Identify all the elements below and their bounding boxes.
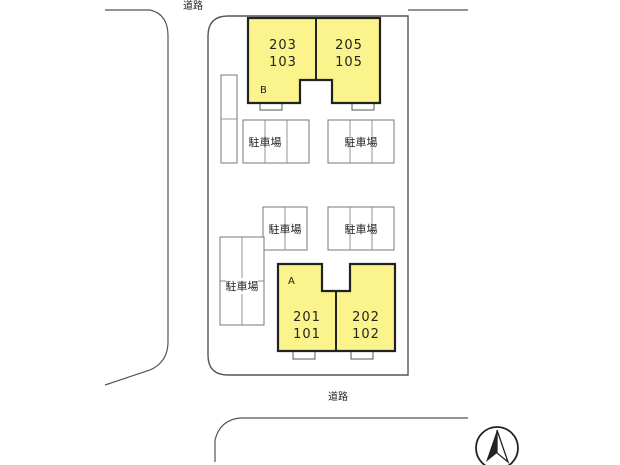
parking-area-left: 駐車場: [219, 236, 265, 326]
road-label-top: 道路: [183, 0, 203, 12]
parking-block: [242, 119, 310, 164]
parking-label: 駐車場: [345, 222, 378, 236]
entry-step: [350, 350, 374, 360]
building-b: [246, 16, 382, 105]
parking-label: 駐車場: [345, 135, 378, 149]
parking-area-top-left: 駐車場: [242, 119, 310, 164]
building-a-label: A: [288, 276, 295, 287]
parking-label: 駐車場: [226, 279, 259, 293]
north-arrow-icon: [475, 426, 519, 465]
parking-area-top-right: 駐車場: [327, 119, 395, 164]
left-block-outline: [104, 9, 169, 386]
road-label-bottom: 道路: [328, 390, 348, 403]
entry-step: [292, 350, 316, 360]
unit-number: 205: [335, 38, 363, 53]
unit-number: 102: [352, 327, 380, 342]
parking-block: [327, 119, 395, 164]
bottom-road-edge: [214, 417, 468, 462]
unit-number: 101: [293, 327, 321, 342]
parking-label: 駐車場: [249, 135, 282, 149]
unit-number: 201: [293, 310, 321, 325]
building-b-label: B: [260, 85, 267, 96]
unit-number: 105: [335, 55, 363, 70]
parking-label: 駐車場: [269, 222, 302, 236]
parking-block: [327, 206, 395, 251]
unit-number: 203: [269, 38, 297, 53]
unit-number: 202: [352, 310, 380, 325]
parking-area-middle-left: 駐車場: [262, 206, 308, 251]
parking-label-bg: [226, 278, 258, 294]
parking-area-middle-right: 駐車場: [327, 206, 395, 251]
unit-number: 103: [269, 55, 297, 70]
